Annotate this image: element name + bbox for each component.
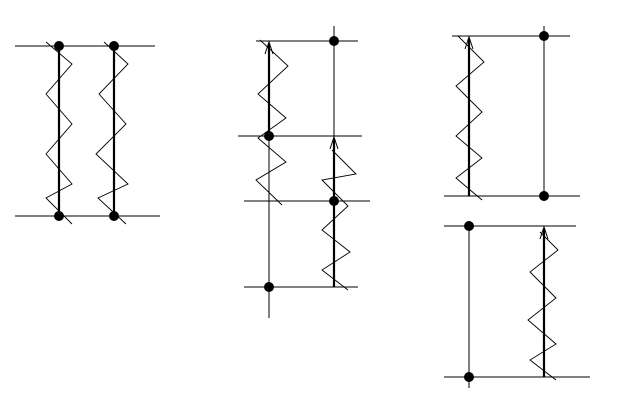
panel-right	[444, 26, 590, 388]
middle-arrowhead-2	[329, 135, 339, 150]
left-joint-top-2	[109, 41, 119, 51]
right-joint-bottom	[464, 372, 474, 382]
middle-joint-mid-right	[329, 196, 339, 206]
right-zigzag-1	[455, 35, 485, 201]
right-arrowhead-2	[539, 225, 549, 240]
left-zigzag-1	[45, 41, 73, 225]
left-joint-bottom-1	[54, 211, 64, 221]
middle-joint-mid-left	[264, 131, 274, 141]
right-arrowhead-1	[464, 35, 474, 50]
left-zigzag-2	[95, 41, 129, 225]
middle-joint-bottom	[264, 282, 274, 292]
panel-left	[15, 41, 160, 225]
left-joint-bottom-2	[109, 211, 119, 221]
middle-zigzag-2	[321, 149, 357, 291]
middle-arrowhead-1	[264, 40, 274, 55]
right-joint-top	[539, 31, 549, 41]
left-joint-top-1	[54, 41, 64, 51]
middle-zigzag-1	[255, 39, 289, 206]
right-zigzag-2	[527, 231, 559, 381]
right-joint-mid-left	[464, 221, 474, 231]
middle-joint-top	[329, 36, 339, 46]
right-joint-mid-right	[539, 191, 549, 201]
panel-middle	[238, 26, 370, 318]
